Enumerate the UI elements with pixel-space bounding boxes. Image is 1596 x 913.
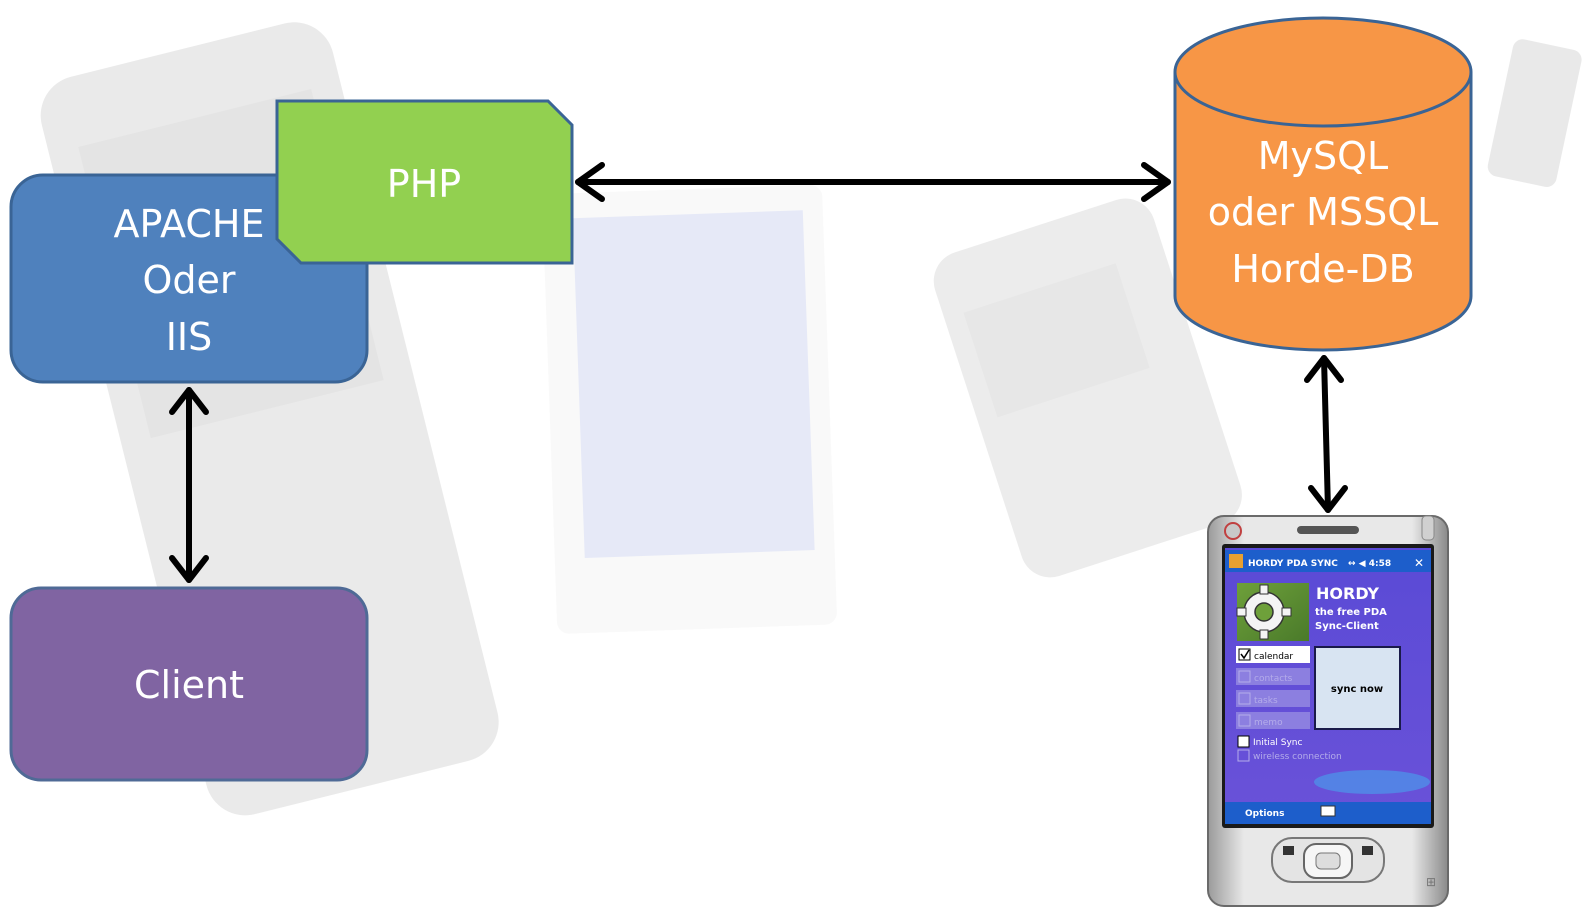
php-node: PHP: [275, 99, 574, 265]
pda-decoration: [1314, 770, 1430, 794]
database-label-line-1: MySQL: [1258, 134, 1388, 178]
svg-text:memo: memo: [1254, 718, 1283, 728]
svg-text:calendar: calendar: [1254, 652, 1293, 662]
svg-text:contacts: contacts: [1254, 674, 1293, 684]
pda-device: HORDY PDA SYNC ↔ ◀ 4:58 ✕ HORDY the free…: [1207, 515, 1449, 907]
pda-checkbox-contacts[interactable]: contacts: [1236, 668, 1310, 685]
pda-action-button[interactable]: [1315, 852, 1341, 870]
pda-tagline-2: Sync-Client: [1315, 621, 1379, 632]
pda-tagline-1: the free PDA: [1315, 607, 1387, 618]
svg-text:wireless connection: wireless connection: [1253, 752, 1342, 762]
client-node: Client: [9, 586, 369, 782]
server-label-line-2: Oder: [142, 258, 235, 302]
stylus: [1421, 515, 1435, 541]
pda-checkbox-memo[interactable]: memo: [1236, 712, 1310, 729]
svg-text:Initial Sync: Initial Sync: [1253, 738, 1303, 748]
power-icon: [1224, 522, 1242, 540]
svg-text:sync now: sync now: [1331, 684, 1383, 695]
database-label-line-3: Horde-DB: [1231, 247, 1414, 291]
pda-title: HORDY PDA SYNC: [1248, 559, 1338, 569]
server-label-line-1: APACHE: [114, 202, 265, 246]
close-icon[interactable]: ✕: [1414, 556, 1424, 570]
database-node: MySQL oder MSSQL Horde-DB: [1173, 16, 1473, 352]
keyboard-icon[interactable]: [1320, 805, 1336, 817]
pda-sync-now-button[interactable]: sync now: [1314, 646, 1401, 730]
database-pda-arrow: [1304, 355, 1348, 513]
pda-options-softkey[interactable]: Options: [1245, 809, 1284, 819]
speaker-grille: [1297, 526, 1359, 534]
pda-checkbox-initial-sync[interactable]: Initial Sync: [1237, 735, 1303, 748]
pda-brand: HORDY: [1316, 584, 1379, 603]
contacts-hw-icon[interactable]: [1362, 846, 1373, 855]
pda-checkbox-calendar[interactable]: calendar: [1236, 646, 1310, 663]
windows-start-icon[interactable]: [1229, 554, 1243, 568]
pda-checkbox-wireless[interactable]: wireless connection: [1237, 749, 1342, 762]
server-client-arrow: [169, 387, 209, 583]
pda-checkbox-tasks[interactable]: tasks: [1236, 690, 1310, 707]
database-label-line-2: oder MSSQL: [1208, 190, 1439, 234]
php-label: PHP: [387, 162, 461, 206]
gear-icon: [1236, 584, 1292, 640]
php-database-arrow: [575, 162, 1171, 202]
svg-text:tasks: tasks: [1254, 696, 1278, 706]
windows-logo-icon: ⊞: [1426, 875, 1436, 889]
calendar-hw-icon[interactable]: [1283, 846, 1294, 855]
server-label-line-3: IIS: [166, 315, 213, 359]
pda-status-icons: ↔ ◀ 4:58: [1348, 559, 1391, 569]
client-label: Client: [134, 663, 244, 707]
